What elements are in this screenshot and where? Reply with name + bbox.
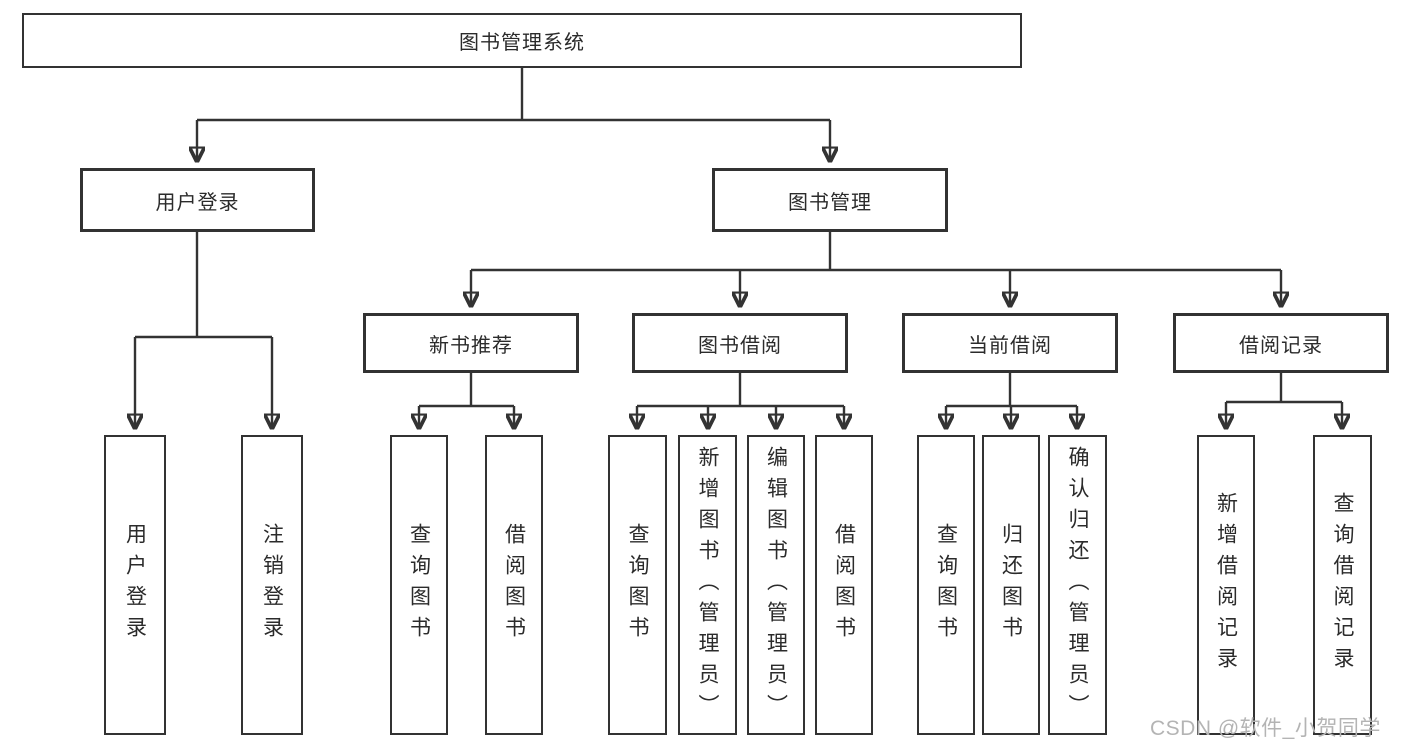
leaf-return-books: 归还图书 [982,435,1040,735]
leaf-query-borrow-record: 查询借阅记录 [1313,435,1372,735]
node-label: 归还图书 [999,523,1023,647]
node-label: 注销登录 [260,523,284,647]
leaf-add-books-admin: 新增图书（管理员） [678,435,737,735]
leaf-borrow-books-recommend: 借阅图书 [485,435,543,735]
node-book-management: 图书管理 [712,168,948,232]
leaf-confirm-return-admin: 确认归还（管理员） [1048,435,1107,735]
node-label: 借阅图书 [832,523,856,647]
leaf-query-books-current: 查询图书 [917,435,975,735]
node-label: 查询图书 [407,523,431,647]
leaf-user-login: 用户登录 [104,435,166,735]
node-label: 查询图书 [934,523,958,647]
node-label: 确认归还（管理员） [1066,445,1089,725]
node-new-book-recommend: 新书推荐 [363,313,579,373]
node-label: 借阅图书 [502,523,526,647]
node-label: 图书管理系统 [459,32,585,54]
node-book-borrow: 图书借阅 [632,313,848,373]
node-label: 新增借阅记录 [1214,492,1238,678]
node-label: 新书推荐 [429,334,513,357]
node-label: 用户登录 [123,523,147,647]
node-label: 用户登录 [155,191,240,214]
node-label: 图书借阅 [698,334,782,357]
node-label: 查询借阅记录 [1331,492,1354,678]
node-library-management-system: 图书管理系统 [22,13,1022,68]
leaf-add-borrow-record: 新增借阅记录 [1197,435,1255,735]
node-label: 编辑图书（管理员） [764,445,788,725]
leaf-query-books-recommend: 查询图书 [390,435,448,735]
node-user-login-group: 用户登录 [80,168,315,232]
node-label: 查询图书 [626,523,649,647]
node-borrow-records: 借阅记录 [1173,313,1389,373]
csdn-watermark: CSDN @软件_小贺同学 [1150,717,1381,740]
node-label: 当前借阅 [968,334,1052,357]
leaf-logout: 注销登录 [241,435,303,735]
leaf-borrow-books: 借阅图书 [815,435,873,735]
node-label: 借阅记录 [1239,334,1323,357]
node-current-borrow: 当前借阅 [902,313,1118,373]
node-label: 新增图书（管理员） [696,445,719,725]
leaf-query-books-borrow: 查询图书 [608,435,667,735]
node-label: 图书管理 [788,191,872,214]
leaf-edit-books-admin: 编辑图书（管理员） [747,435,805,735]
